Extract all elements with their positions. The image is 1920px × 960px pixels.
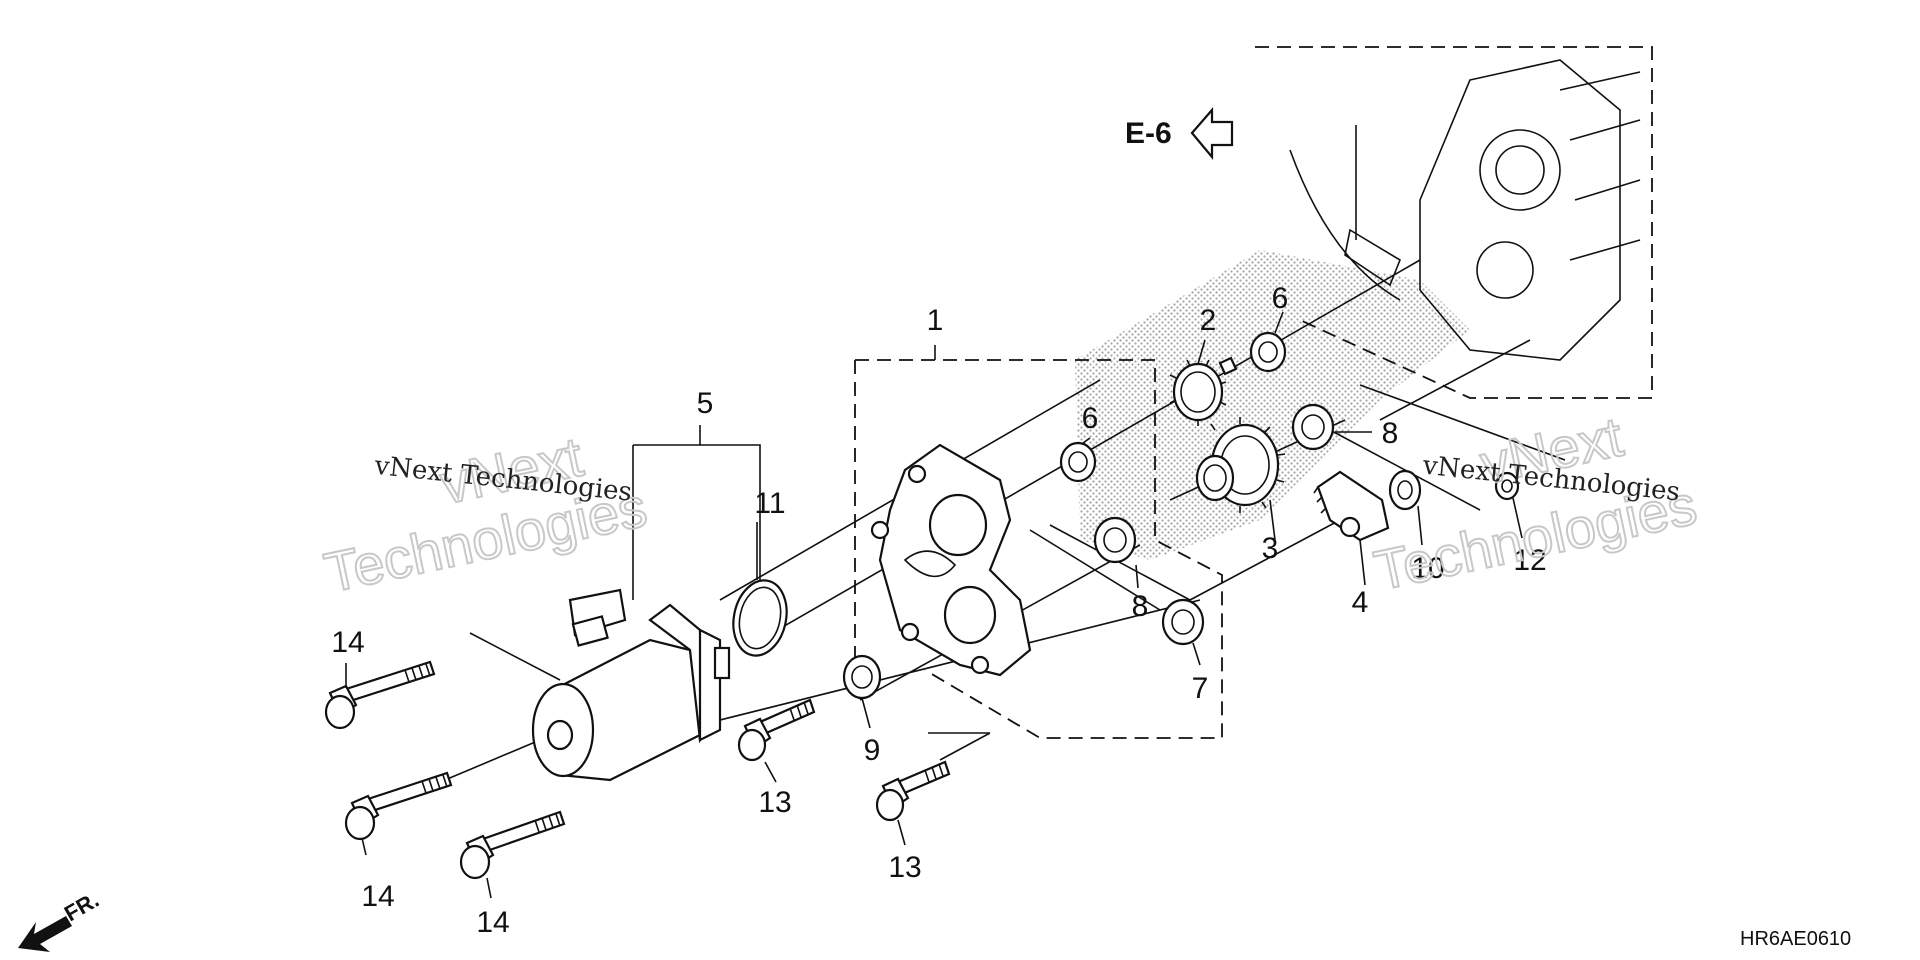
- transmission-case-outline: [1255, 46, 1653, 399]
- callout-3: 3: [1262, 532, 1279, 565]
- shift-motor[interactable]: [531, 588, 731, 782]
- bracket-part5: [632, 425, 761, 600]
- callout-14-middle: 14: [361, 880, 394, 913]
- callout-13-left: 13: [758, 786, 791, 819]
- callout-5: 5: [697, 387, 714, 420]
- front-direction-indicator: FR.: [18, 887, 103, 952]
- drawing-code: HR6AE0610: [1740, 928, 1851, 950]
- bearing-6-upper[interactable]: [1249, 331, 1287, 373]
- shift-cover[interactable]: [870, 443, 1032, 677]
- callout-13-right: 13: [888, 851, 921, 884]
- callout-6-upper: 6: [1272, 282, 1289, 315]
- collar-12[interactable]: [1494, 471, 1520, 501]
- bearing-8-upper[interactable]: [1291, 403, 1335, 451]
- o-ring-inner: [738, 586, 782, 650]
- callout-7: 7: [1192, 672, 1209, 705]
- callout-8-upper: 8: [1382, 417, 1399, 450]
- callout-14-upper: 14: [331, 626, 364, 659]
- callout-10: 10: [1411, 552, 1444, 585]
- bolt-14-upper[interactable]: [324, 660, 436, 730]
- callout-2: 2: [1200, 304, 1217, 337]
- reference-label: E-6: [1125, 117, 1172, 150]
- bearing-6-lower[interactable]: [1059, 441, 1097, 483]
- bearing-8-lower[interactable]: [1093, 516, 1137, 564]
- callout-8-lower: 8: [1132, 590, 1149, 623]
- shaded-area: [1075, 250, 1470, 560]
- washer-10[interactable]: [1388, 469, 1422, 511]
- bearing-7[interactable]: [1161, 598, 1205, 646]
- bolt-14-lower[interactable]: [459, 810, 566, 880]
- arrow-front-icon: [18, 916, 72, 952]
- bracket-part1: [855, 359, 1223, 739]
- gear-3[interactable]: [1195, 417, 1286, 513]
- callout-14-lower: 14: [476, 906, 509, 939]
- callout-11: 11: [754, 487, 785, 520]
- callout-12: 12: [1513, 544, 1546, 577]
- callout-6-lower: 6: [1082, 402, 1099, 435]
- callouts: 1 2 3 4 5 6 6 7 8 8 9 10 11 12 13 13 14 …: [331, 282, 1546, 939]
- reference-e6[interactable]: E-6: [1125, 107, 1234, 161]
- callout-9: 9: [864, 734, 881, 767]
- gear-2[interactable]: [1169, 356, 1238, 426]
- arrow-left-icon: [1190, 107, 1234, 161]
- bolt-14-middle[interactable]: [344, 771, 453, 841]
- callout-1: 1: [927, 304, 944, 337]
- callout-4: 4: [1352, 586, 1369, 619]
- leader-lines: [345, 311, 1523, 899]
- watermark-left: vNext Technologies vNext Technologies: [318, 424, 653, 606]
- shift-arm[interactable]: [1313, 470, 1390, 542]
- seal-9[interactable]: [842, 654, 882, 700]
- bolt-13-right[interactable]: [875, 760, 951, 822]
- bolt-13-left[interactable]: [737, 698, 816, 762]
